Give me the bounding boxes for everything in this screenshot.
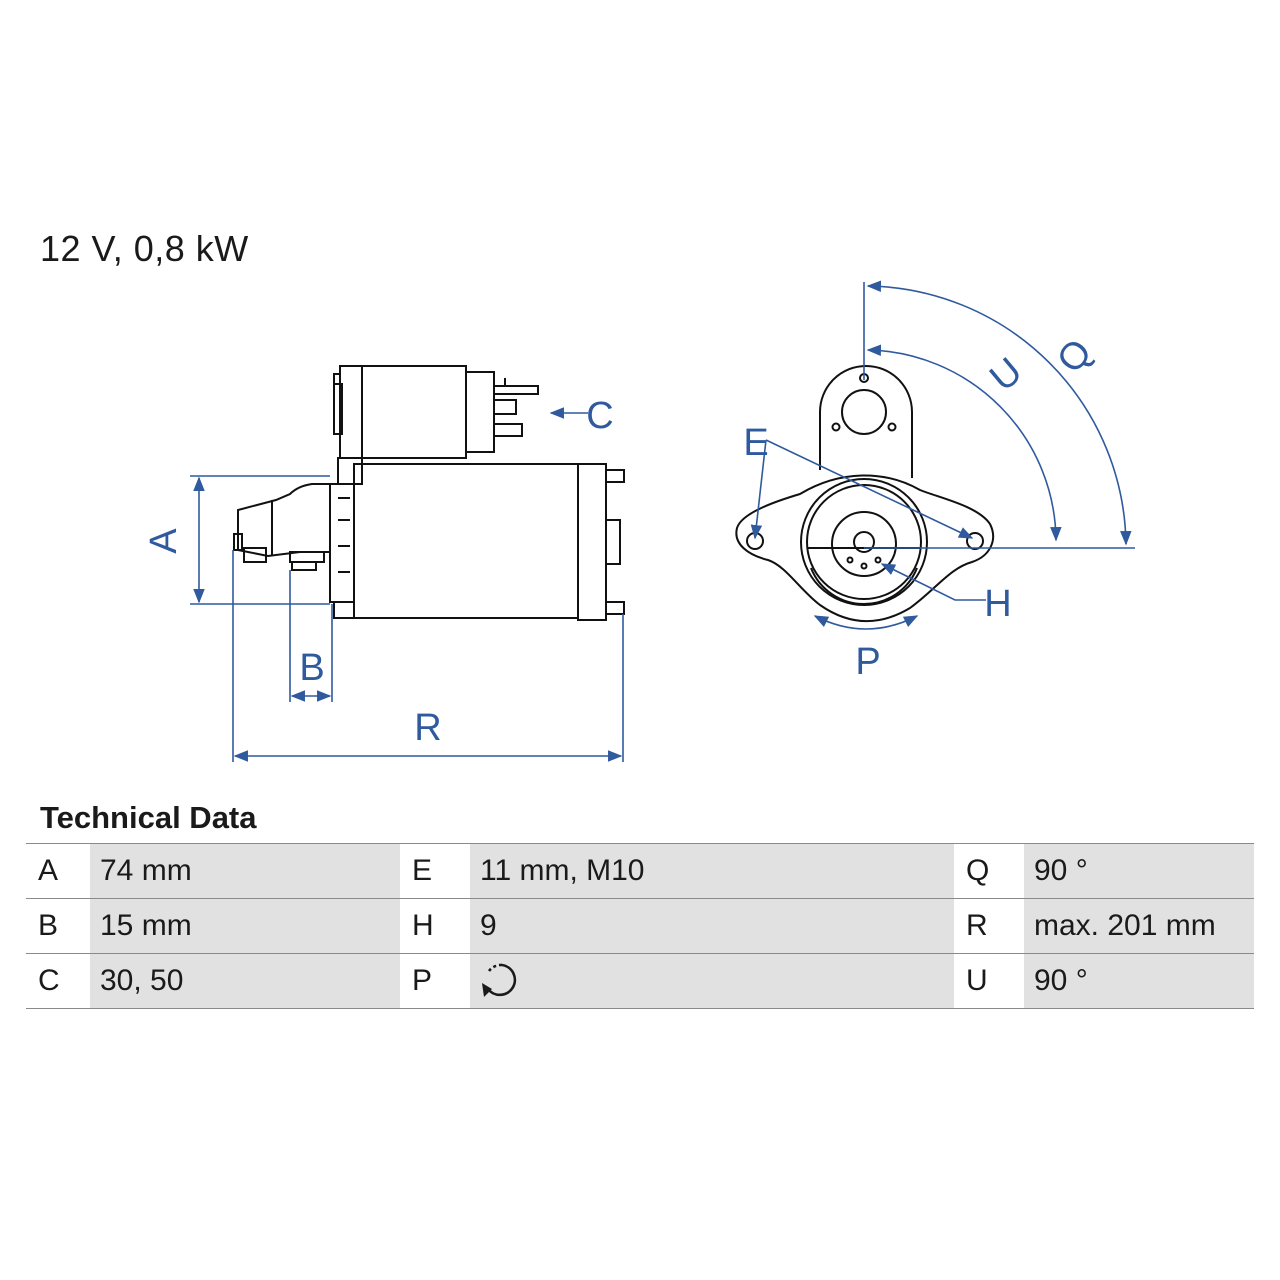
label-q: Q xyxy=(1049,331,1100,381)
product-heading: 12 V, 0,8 kW xyxy=(40,228,249,269)
front-dimensions xyxy=(750,280,1135,630)
label-p: P xyxy=(855,641,880,683)
spec-key: P xyxy=(400,953,470,1009)
label-c: C xyxy=(586,395,613,437)
spec-key: A xyxy=(26,843,90,899)
spec-key: H xyxy=(400,898,470,954)
spec-value-rotation xyxy=(470,953,954,1009)
spec-key: C xyxy=(26,953,90,1009)
table-row: B 15 mm H 9 R max. 201 mm xyxy=(26,898,1254,954)
spec-key: Q xyxy=(954,843,1024,899)
label-h: H xyxy=(984,583,1011,625)
side-view xyxy=(233,365,625,621)
technical-data-title: Technical Data xyxy=(40,800,257,835)
technical-data-table: A 74 mm E 11 mm, M10 Q 90 ° B 15 mm H 9 … xyxy=(26,843,1254,1009)
spec-value: 9 xyxy=(470,898,954,954)
side-dimensions xyxy=(190,407,624,762)
dimension-labels: A B C E H P Q R U xyxy=(143,331,1100,749)
spec-value: 15 mm xyxy=(90,898,400,954)
spec-value: 30, 50 xyxy=(90,953,400,1009)
spec-key: E xyxy=(400,843,470,899)
spec-key: U xyxy=(954,953,1024,1009)
spec-value: 90 ° xyxy=(1024,843,1254,899)
table-row: C 30, 50 P U 90 ° xyxy=(26,953,1254,1009)
label-r: R xyxy=(414,707,441,749)
front-view xyxy=(735,365,995,623)
label-u: U xyxy=(982,350,1030,400)
spec-value: 74 mm xyxy=(90,843,400,899)
spec-value: max. 201 mm xyxy=(1024,898,1254,954)
starter-motor-drawing: A B C E H P Q R U xyxy=(143,280,1135,762)
table-row: A 74 mm E 11 mm, M10 Q 90 ° xyxy=(26,843,1254,899)
label-a: A xyxy=(143,528,185,554)
label-b: B xyxy=(299,647,324,689)
spec-value: 11 mm, M10 xyxy=(470,843,954,899)
rotation-counterclockwise-icon xyxy=(482,963,517,997)
label-e: E xyxy=(743,422,768,464)
spec-key: R xyxy=(954,898,1024,954)
spec-value: 90 ° xyxy=(1024,953,1254,1009)
spec-key: B xyxy=(26,898,90,954)
